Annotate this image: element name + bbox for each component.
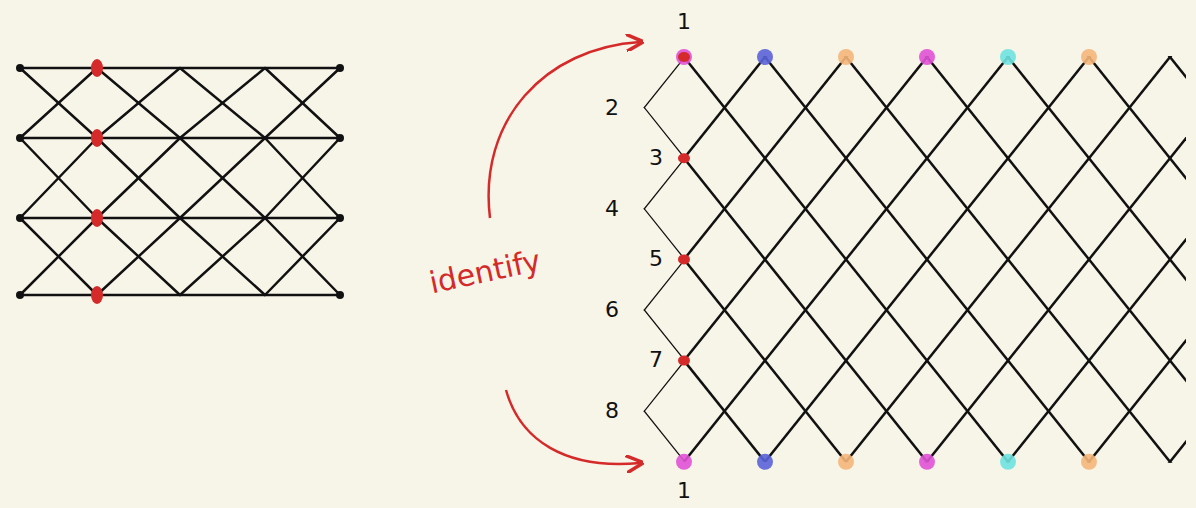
- grid-line: [180, 138, 265, 218]
- lattice-line: [239, 6, 685, 508]
- marked-point: [678, 254, 690, 264]
- identified-point: [919, 454, 935, 470]
- lattice-line: [846, 6, 1196, 508]
- identified-point: [1081, 49, 1097, 65]
- grid-line: [180, 68, 265, 138]
- grid-line: [20, 138, 97, 218]
- end-point: [16, 64, 24, 72]
- grid-line: [265, 68, 340, 138]
- grid-line: [20, 138, 97, 218]
- grid-line: [97, 68, 180, 138]
- grid-line: [97, 218, 180, 295]
- identify-note: identify: [427, 246, 544, 299]
- point-number: 8: [605, 400, 619, 422]
- marked-point: [678, 153, 690, 163]
- lattice-line: [806, 6, 1196, 508]
- marked-point: [91, 129, 103, 147]
- identified-point: [838, 49, 854, 65]
- identified-point: [919, 49, 935, 65]
- grid-line: [265, 68, 340, 138]
- lattice-line: [401, 6, 847, 508]
- end-point: [336, 134, 344, 142]
- grid-line: [265, 218, 340, 295]
- grid-line: [180, 138, 265, 218]
- left-grid: [16, 59, 344, 304]
- marked-point: [91, 209, 103, 227]
- lattice-line: [158, 6, 604, 508]
- point-number: 1: [677, 11, 691, 33]
- point-number: 2: [605, 97, 619, 119]
- end-point: [336, 64, 344, 72]
- grid-line: [20, 218, 97, 295]
- marked-point: [91, 286, 103, 304]
- end-point: [16, 134, 24, 142]
- identified-point: [676, 454, 692, 470]
- lattice-line: [1089, 6, 1196, 508]
- end-point: [16, 291, 24, 299]
- lattice-line: [320, 6, 766, 508]
- grid-line: [265, 138, 340, 218]
- point-number: 1: [677, 480, 691, 502]
- lattice-line: [927, 6, 1196, 508]
- point-number: 4: [605, 198, 619, 220]
- marked-point: [678, 356, 690, 366]
- lattice-line: [1049, 6, 1196, 508]
- identified-point: [1000, 49, 1016, 65]
- point-number: 7: [649, 349, 663, 371]
- marked-points: [676, 49, 1097, 470]
- end-point: [16, 214, 24, 222]
- grid-line: [20, 218, 97, 295]
- lattice-line: [279, 6, 725, 508]
- grid-line: [20, 68, 97, 138]
- marked-point: [678, 52, 690, 62]
- lattice-line: [887, 6, 1196, 508]
- right-lattice: [158, 6, 1196, 508]
- lattice-line: [360, 6, 806, 508]
- lattice-line: [765, 6, 1196, 508]
- lattice-line: [968, 6, 1196, 508]
- grid-line: [97, 68, 180, 138]
- lattice-line: [603, 6, 1049, 508]
- grid-line: [97, 218, 180, 295]
- grid-line: [265, 138, 340, 218]
- lattice-line: [1130, 6, 1196, 508]
- point-number: 3: [649, 147, 663, 169]
- grid-line: [97, 138, 180, 218]
- grid-line: [180, 68, 265, 138]
- identified-point: [757, 454, 773, 470]
- identify-arrow: [489, 42, 640, 218]
- identified-point: [838, 454, 854, 470]
- grid-line: [180, 218, 265, 295]
- point-number: 5: [649, 248, 663, 270]
- marked-point: [91, 59, 103, 77]
- identified-point: [1000, 454, 1016, 470]
- grid-line: [180, 218, 265, 295]
- grid-line: [265, 218, 340, 295]
- identified-point: [1081, 454, 1097, 470]
- end-point: [336, 291, 344, 299]
- identify-arrow: [506, 390, 640, 464]
- lattice-line: [522, 6, 968, 508]
- lattice-line: [1170, 6, 1196, 508]
- grid-line: [20, 68, 97, 138]
- identified-point: [676, 49, 692, 65]
- grid-line: [97, 138, 180, 218]
- point-number: 6: [605, 299, 619, 321]
- lattice-line: [684, 6, 1130, 508]
- identified-point: [757, 49, 773, 65]
- end-point: [336, 214, 344, 222]
